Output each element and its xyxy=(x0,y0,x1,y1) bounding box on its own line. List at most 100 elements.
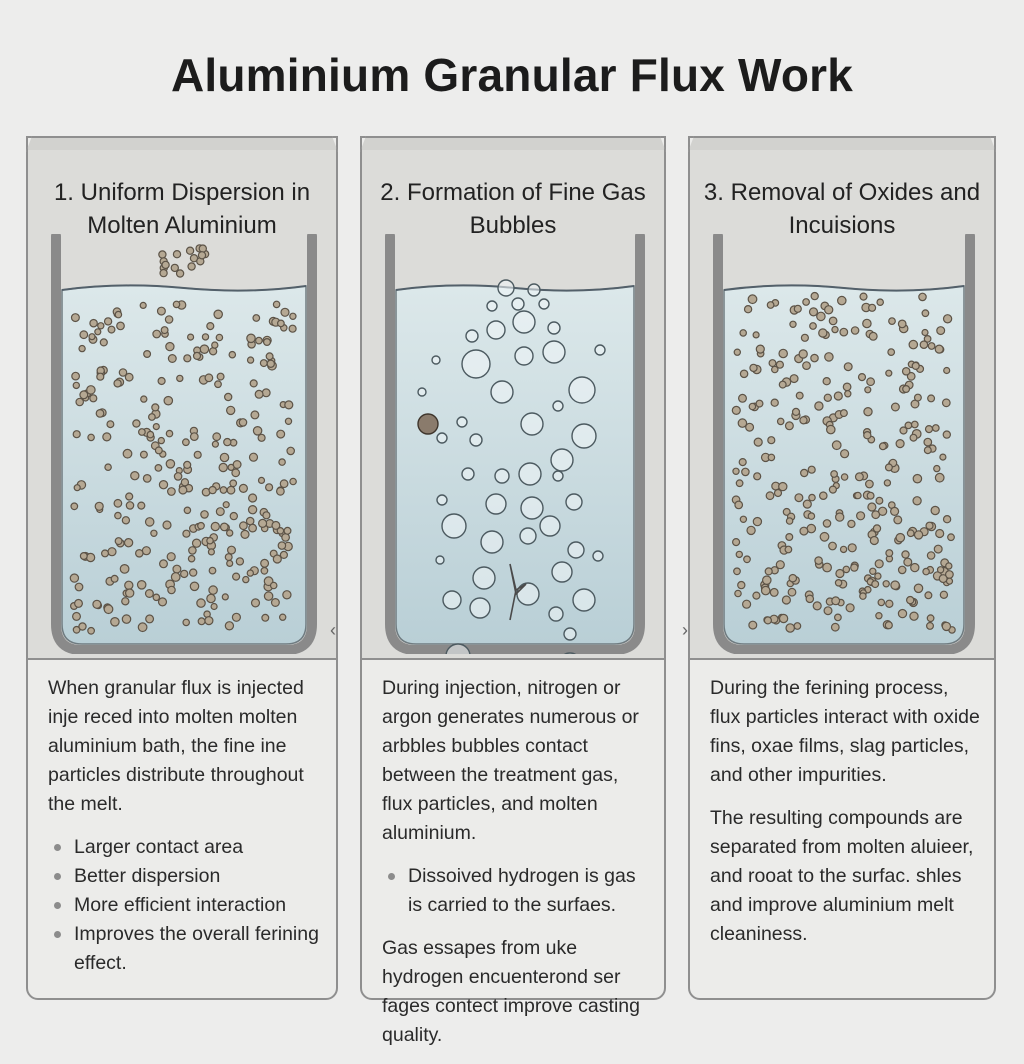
flux-particle xyxy=(823,305,834,315)
flux-particle xyxy=(89,318,98,328)
flux-particle xyxy=(923,334,932,343)
flux-particle xyxy=(828,485,838,494)
flux-particle xyxy=(100,549,109,558)
flux-particle xyxy=(927,342,936,350)
bullet-item: Larger contact area xyxy=(48,833,322,862)
flux-particle xyxy=(161,260,170,270)
flux-particle xyxy=(261,388,271,398)
gas-bubble xyxy=(565,493,583,511)
gas-bubble xyxy=(592,550,604,562)
flux-particle xyxy=(270,598,280,608)
flux-particle xyxy=(248,523,258,533)
flux-particle xyxy=(213,309,223,320)
flux-particle xyxy=(941,398,951,408)
flux-particle xyxy=(165,459,176,469)
gas-bubble xyxy=(436,494,448,506)
flux-particle xyxy=(877,598,886,607)
flux-particle xyxy=(840,473,849,481)
flux-particle xyxy=(924,591,933,600)
flux-particle xyxy=(755,344,765,354)
flux-particle xyxy=(125,492,134,501)
flux-particle xyxy=(944,570,954,579)
panel-heading: 3. Removal of Oxides and Incuisions xyxy=(703,179,981,239)
flux-particle xyxy=(71,371,81,381)
flux-particle xyxy=(766,301,775,309)
flux-particle xyxy=(822,562,832,573)
flux-particle xyxy=(159,268,168,278)
flux-particle xyxy=(745,422,755,432)
flux-particle xyxy=(748,620,758,630)
flux-particle xyxy=(219,486,228,494)
panel-heading: 2. Formation of Fine Gas Bubbles xyxy=(380,179,646,239)
flux-particle xyxy=(883,479,892,487)
gas-bubble xyxy=(442,590,462,610)
flux-particle xyxy=(834,578,843,587)
flux-particle xyxy=(768,359,777,368)
flux-particle xyxy=(868,303,877,312)
melt-surface xyxy=(61,284,307,292)
flux-particle xyxy=(874,559,884,569)
gas-bubble xyxy=(480,530,504,554)
flux-particle xyxy=(778,348,788,359)
flux-particle xyxy=(799,526,809,536)
gas-bubble xyxy=(563,627,577,641)
flux-particle xyxy=(735,479,744,488)
flux-particle xyxy=(776,417,785,426)
flux-particle xyxy=(808,493,816,502)
flux-particle xyxy=(218,462,228,473)
flux-particle xyxy=(934,344,944,354)
flux-particle xyxy=(831,440,842,451)
melt-surface xyxy=(395,284,635,292)
flux-particle xyxy=(183,460,192,469)
flux-particle xyxy=(847,543,857,553)
flux-particle xyxy=(897,319,907,329)
flux-particle xyxy=(282,590,292,600)
flux-particle xyxy=(911,361,920,370)
panel-gas-bubbles: 2. Formation of Fine Gas Bubbles During … xyxy=(360,136,666,1046)
flux-particle xyxy=(770,398,779,407)
flux-particle xyxy=(773,488,783,498)
flux-particle xyxy=(227,545,237,555)
flux-particle xyxy=(910,562,920,573)
gas-bubble xyxy=(486,320,506,340)
flux-particle xyxy=(743,555,751,564)
flux-particle xyxy=(839,545,848,554)
flux-particle xyxy=(850,326,860,335)
flux-particle xyxy=(196,598,206,608)
flux-particle xyxy=(164,315,174,324)
flux-particle xyxy=(172,300,181,309)
panel-paragraph: When granular flux is injected inje rece… xyxy=(48,677,304,815)
flux-particle xyxy=(834,512,845,522)
flux-particle xyxy=(943,366,951,375)
flux-particle xyxy=(286,446,296,456)
gas-bubble xyxy=(436,432,448,444)
flux-particle xyxy=(778,613,789,624)
flux-particle xyxy=(784,421,794,431)
flux-particle xyxy=(862,318,872,329)
flux-particle xyxy=(942,515,952,524)
flux-particle xyxy=(231,468,241,478)
bullet-item: Dissoived hydrogen is gas is carried to … xyxy=(382,862,650,920)
gas-bubble xyxy=(485,493,507,515)
flux-particle xyxy=(901,550,910,559)
flux-particle xyxy=(281,533,291,542)
flux-particle xyxy=(263,591,274,601)
flux-particle xyxy=(818,328,828,338)
flux-particle xyxy=(207,548,215,556)
flux-particle xyxy=(863,406,873,417)
flux-particle xyxy=(746,525,756,536)
flux-particle xyxy=(176,374,184,383)
flux-particle xyxy=(135,548,144,558)
flux-particle xyxy=(261,613,270,622)
flux-particle xyxy=(150,529,158,537)
gas-bubble xyxy=(511,297,525,311)
flux-particle xyxy=(769,587,779,597)
flux-particle xyxy=(152,329,162,339)
flux-particle xyxy=(154,446,163,455)
gas-bubble xyxy=(552,400,564,412)
flux-particle xyxy=(826,424,836,435)
flux-particle xyxy=(257,433,266,442)
flux-particle xyxy=(72,430,81,439)
flux-particle xyxy=(732,467,740,475)
panel-paragraph: Gas essapes from uke hydrogen encuentero… xyxy=(382,937,640,1046)
